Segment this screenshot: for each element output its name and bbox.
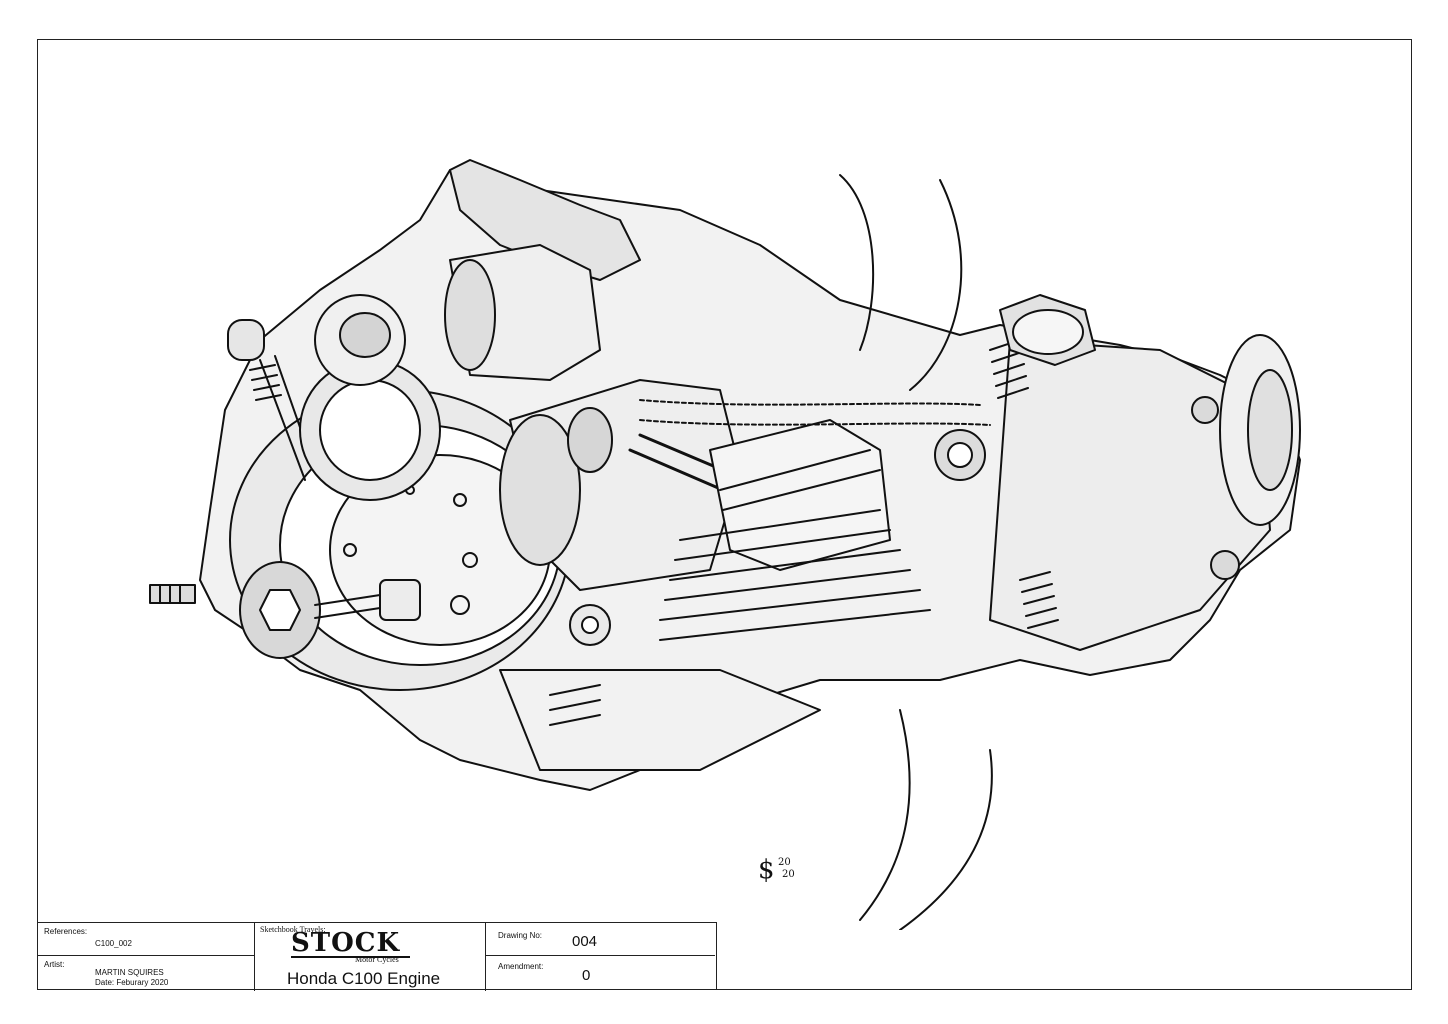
artist-value: MARTIN SQUIRES	[95, 968, 164, 977]
date-value: Date: Feburary 2020	[95, 978, 169, 987]
references-label: References:	[44, 927, 88, 936]
references-value: C100_002	[95, 939, 132, 948]
artist-signature: $ 20 20	[758, 855, 795, 885]
drawing-frame	[37, 39, 1412, 990]
signature-mark: $	[758, 855, 775, 885]
logo-cell: Sketchbook Travels: STOCK Motor Cycles H…	[255, 923, 486, 991]
signature-year-top: 20	[778, 857, 791, 868]
engine-illustration	[149, 159, 1301, 930]
artist-cell: Artist: MARTIN SQUIRES Date: Feburary 20…	[37, 956, 255, 991]
title-block: References: C100_002 Artist: MARTIN SQUI…	[37, 922, 717, 991]
amendment-cell: Amendment: 0	[486, 956, 715, 991]
amendment-label: Amendment:	[498, 962, 544, 971]
drawing-no-value: 004	[572, 933, 598, 950]
drawing-no-label: Drawing No:	[498, 931, 543, 940]
drawing-title: Honda C100 Engine	[287, 969, 441, 988]
references-cell: References: C100_002	[37, 923, 255, 956]
logo-small-text: Sketchbook Travels:	[260, 925, 326, 934]
artist-label: Artist:	[44, 960, 65, 969]
signature-year-bottom: 20	[782, 869, 795, 880]
logo-sub-text: Motor Cycles	[355, 955, 399, 964]
logo-main-text: STOCK	[291, 930, 411, 958]
drawing-no-cell: Drawing No: 004	[486, 923, 715, 956]
amendment-value: 0	[582, 967, 591, 984]
